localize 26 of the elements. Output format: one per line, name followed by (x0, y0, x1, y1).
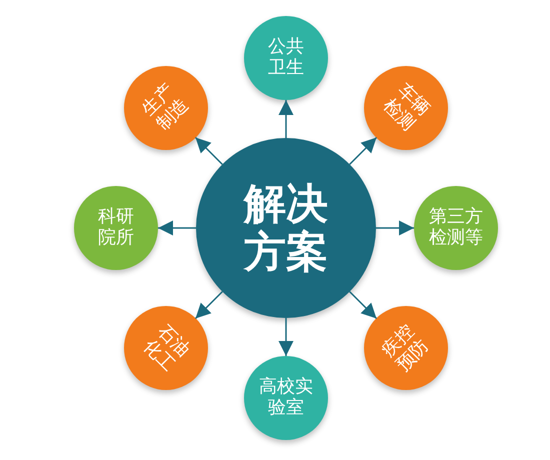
arrow (194, 291, 223, 320)
category-circle (124, 66, 208, 150)
arrow (349, 136, 378, 165)
circle-label: 疾控预防 (378, 320, 434, 376)
circle-label: 公共卫生 (267, 37, 305, 79)
circle-label: 第三方检测等 (428, 207, 484, 249)
category-circle (364, 66, 448, 150)
category-circle (74, 186, 158, 270)
category-circle (244, 16, 328, 100)
circle-label: 生产制造 (138, 80, 194, 136)
circle-label: 科研院所 (97, 207, 135, 249)
circle-label: 解决方案 (242, 180, 329, 276)
center-circle (196, 138, 376, 318)
arrow (278, 318, 294, 356)
circle-label: 高校实验室 (258, 377, 314, 419)
arrow (376, 220, 414, 236)
category-circle (124, 306, 208, 390)
category-circle (364, 306, 448, 390)
circle-label: 石油化工 (138, 320, 194, 376)
arrow (278, 100, 294, 138)
arrow (194, 136, 223, 165)
category-circle (244, 356, 328, 440)
arrow (158, 220, 196, 236)
category-circle (414, 186, 498, 270)
circle-label: 车辆检测 (378, 80, 434, 136)
arrow (349, 291, 378, 320)
